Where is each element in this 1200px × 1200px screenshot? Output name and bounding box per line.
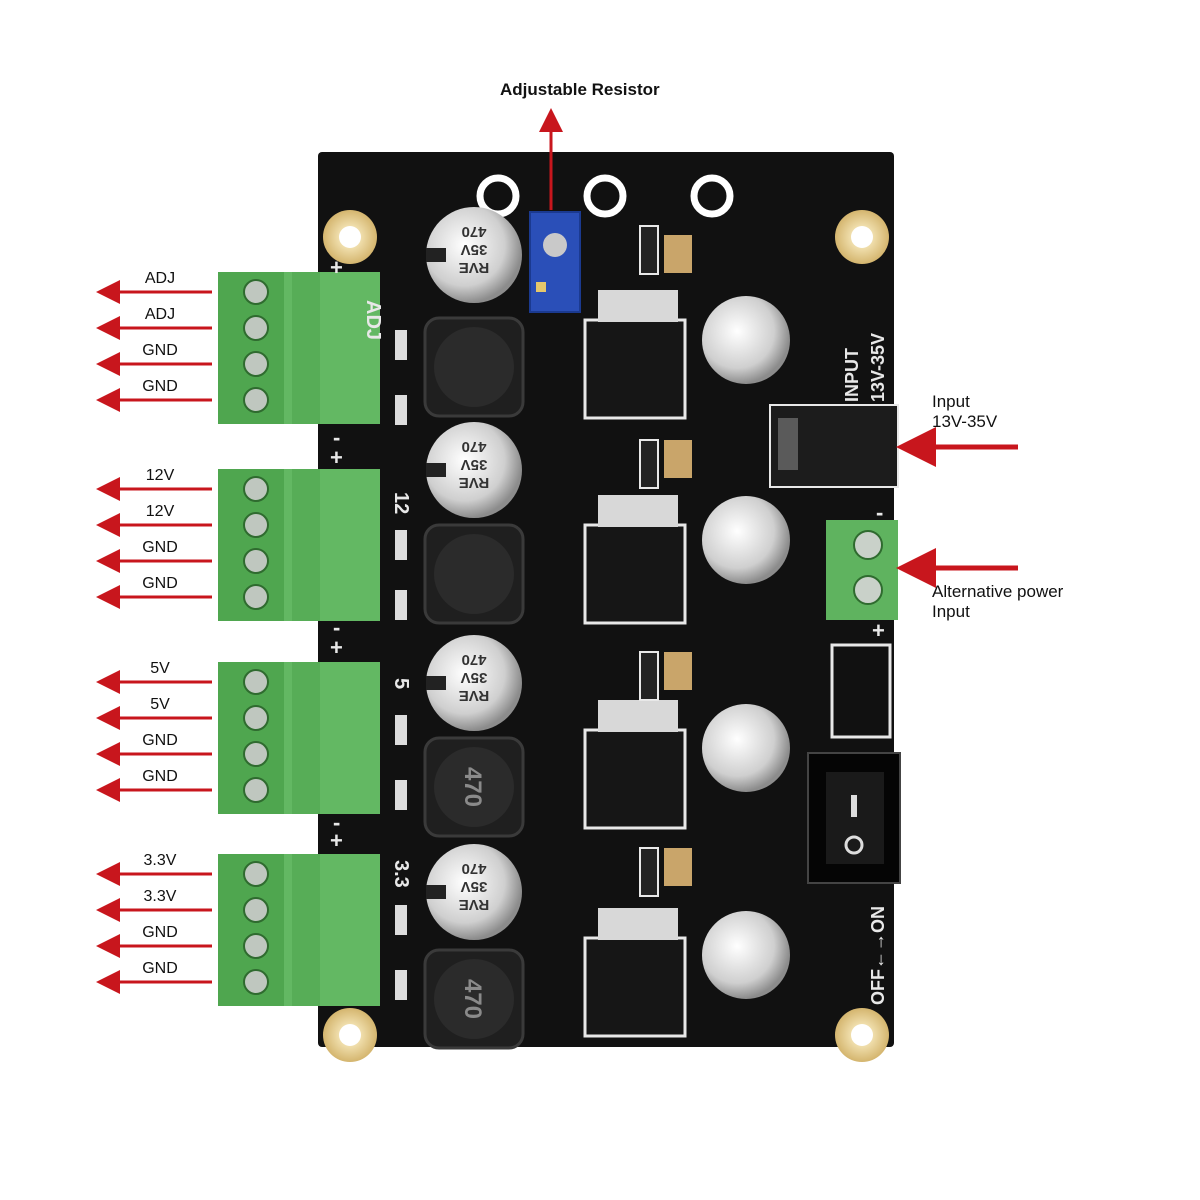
inductors (423, 316, 525, 1050)
pin-label: GND (142, 575, 178, 592)
pin-label: GND (142, 342, 178, 359)
mounting-holes (323, 210, 889, 1062)
pin-label: 5V (150, 660, 170, 677)
pin-label: GND (142, 924, 178, 941)
pin-label: GND (142, 539, 178, 556)
silk-12: 12 (390, 492, 412, 515)
regulator-pins (598, 290, 678, 940)
regulators (583, 318, 687, 1038)
input-label-line1: Input (932, 392, 970, 411)
smd-diodes (639, 225, 659, 897)
cap-marking-4: RVE 35V 470 (446, 859, 502, 913)
cap-line: 470 (461, 651, 487, 668)
pin-label: 3.3V (143, 888, 177, 905)
cap-line: RVE (458, 474, 490, 491)
cap-line: 35V (460, 669, 488, 686)
cap-line: 35V (460, 456, 488, 473)
pin-label: GND (142, 960, 178, 977)
potentiometer (529, 211, 581, 313)
cap-marking-1: RVE 35V 470 (446, 222, 502, 276)
dc-jack (769, 404, 899, 488)
cap-line: 470 (461, 438, 487, 455)
pin-label: GND (142, 768, 178, 785)
silk-minus-3: - (333, 810, 341, 835)
pin-label: 12V (145, 467, 175, 484)
input-label-line2: 13V-35V (932, 412, 998, 431)
smd-caps (664, 235, 692, 886)
pin-label: 12V (145, 503, 175, 520)
cap-line: 35V (460, 241, 488, 258)
silk-plus-4: + (330, 828, 343, 853)
silk-3v3: 3.3 (390, 860, 412, 888)
pin-label: 3.3V (143, 852, 177, 869)
silk-adj: ADJ (362, 300, 384, 341)
alt-power-label-line2: Input (932, 602, 970, 621)
pin-label: ADJ (144, 270, 176, 287)
silk-input: INPUT (842, 348, 862, 402)
caps-right (702, 296, 790, 999)
silk-input-range: 13V-35V (868, 332, 888, 402)
pin-label: GND (142, 378, 178, 395)
cap-line: RVE (458, 687, 490, 704)
adjustable-resistor-label: Adjustable Resistor (500, 80, 660, 99)
alt-power-label-line1: Alternative power (932, 582, 1064, 601)
terminal-blocks (218, 272, 380, 1006)
smd-parts (395, 330, 407, 1000)
silk-switch: OFF←→ON (868, 906, 888, 1005)
cap-line: RVE (458, 896, 490, 913)
cap-line: 35V (460, 878, 488, 895)
protection-diode (830, 643, 892, 739)
cap-marking-3: RVE 35V 470 (446, 650, 502, 704)
silk-plus-1: + (330, 255, 343, 280)
silk-minus-2: - (333, 615, 341, 640)
inductor-marking-3: 470 (459, 766, 487, 808)
cap-marking-2: RVE 35V 470 (446, 437, 502, 491)
silk-plus-2: + (330, 445, 343, 470)
caps-left (426, 207, 522, 940)
silk-alt-minus: - (876, 500, 884, 525)
pin-label: ADJ (144, 306, 176, 323)
input-label: Input 13V-35V (932, 392, 997, 432)
cap-line: 470 (461, 223, 487, 240)
cap-line: RVE (458, 259, 490, 276)
pin-label: 5V (150, 696, 170, 713)
cap-line: 470 (461, 860, 487, 877)
output-arrows (96, 280, 212, 994)
silk-plus-3: + (330, 635, 343, 660)
silk-minus-1: - (333, 425, 341, 450)
alt-terminal (826, 520, 898, 620)
silk-5: 5 (390, 678, 412, 690)
alt-power-label: Alternative power Input (932, 582, 1063, 622)
silk-alt-plus: + (872, 618, 885, 643)
inductor-marking-4: 470 (459, 978, 487, 1020)
pin-label: GND (142, 732, 178, 749)
power-switch (807, 752, 901, 884)
